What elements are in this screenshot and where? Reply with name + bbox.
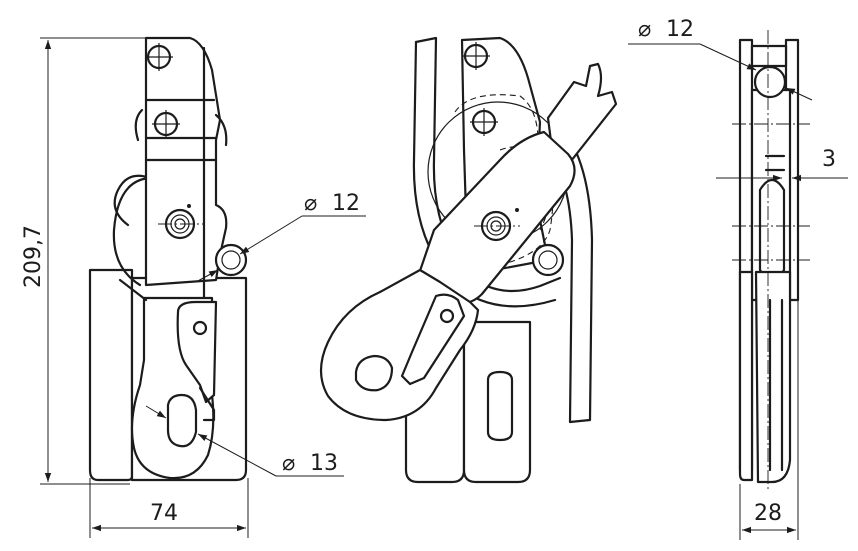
center-view [319, 36, 618, 484]
dimension-depth: 28 [739, 300, 799, 540]
dimension-depth-label: 28 [754, 501, 782, 526]
dimension-gap-label: 3 [822, 147, 836, 172]
dimension-gap: 3 [716, 147, 848, 182]
dimension-hook-opening: ⌀ 13 [145, 405, 344, 477]
diameter-symbol: ⌀ [638, 17, 651, 42]
side-view [732, 30, 810, 490]
dimension-height-label: 209,7 [21, 225, 46, 288]
dimension-width-label: 74 [150, 501, 178, 526]
dimension-width: 74 [89, 478, 249, 538]
dimension-pin-top: ⌀ 12 [628, 17, 813, 101]
diameter-symbol: ⌀ [304, 191, 317, 216]
front-view [88, 36, 248, 482]
dimension-hook-opening-label: 13 [310, 451, 338, 476]
dimension-height: 209,7 [21, 37, 146, 485]
dimension-pin-left-label: 12 [332, 191, 360, 216]
dimension-pin-top-label: 12 [666, 17, 694, 42]
diameter-symbol: ⌀ [282, 451, 295, 476]
dimension-pin-left: ⌀ 12 [195, 191, 366, 283]
